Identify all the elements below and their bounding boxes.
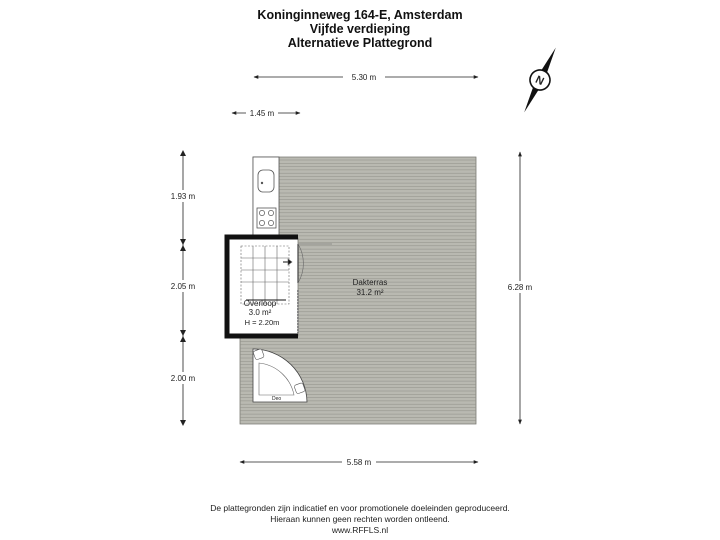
door-swing [297,243,332,333]
disclaimer-line-2: Hieraan kunnen geen rechten worden ontle… [270,514,450,524]
landing-room: Overloop 3.0 m² H = 2.20m [224,234,298,339]
dimension-label-left-3: 2.00 m [171,374,196,383]
dimension-label-top-offset: 1.45 m [250,109,275,118]
dimension-right-height: 6.28 m [503,151,537,425]
dimension-top-offset: 1.45 m [231,107,301,119]
terrace-area: 31.2 m² [356,288,383,297]
staircase [240,245,293,305]
dimension-left-column: 1.93 m 2.05 m 2.00 m [166,150,200,426]
dimension-label-bottom-width: 5.58 m [347,458,372,467]
compass-icon: N [524,47,556,113]
landing-name: Overloop [244,299,277,308]
sink-icon [257,169,275,193]
dimension-bottom-width: 5.58 m [239,456,479,468]
terrace-name: Dakterras [353,278,388,287]
landing-height: H = 2.20m [245,318,280,327]
plan-title-address: Koninginneweg 164-E, Amsterdam [257,8,463,22]
disclaimer-line-1: De plattegronden zijn indicatief en voor… [210,503,510,513]
dimension-label-top-width: 5.30 m [352,73,377,82]
landing-area: 3.0 m² [249,308,272,317]
plan-title-floor: Vijfde verdieping [309,22,411,36]
dimension-top-width: 5.30 m [253,71,479,83]
dimension-label-left-1: 1.93 m [171,192,196,201]
corner-bath: Deo [252,348,308,403]
dimension-label-right-height: 6.28 m [508,283,533,292]
plan-title-type: Alternatieve Plattegrond [287,36,433,50]
bath-label: Deo [272,396,281,402]
website-link[interactable]: www.RFFLS.nl [331,525,389,535]
kitchen-counter [252,156,280,239]
dimension-label-left-2: 2.05 m [171,282,196,291]
stove-icon [256,207,277,229]
